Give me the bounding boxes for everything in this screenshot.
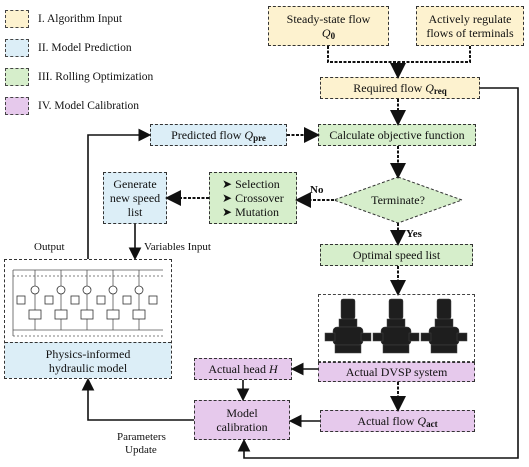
ga-op-selection: ➤ Selection (222, 177, 280, 191)
steady-state-flow-symbol: Q0 (321, 25, 336, 41)
pump-icon (420, 298, 468, 354)
predicted-flow-box: Predicted flow Qpre (150, 124, 287, 146)
hydraulic-network-schematic (12, 269, 163, 337)
pump-icon (372, 298, 420, 354)
active-regulate-box: Actively regulate flows of terminals (416, 6, 524, 46)
pump-images (324, 298, 468, 354)
yes-label: Yes (406, 228, 422, 240)
terminate-label: Terminate? (371, 193, 425, 207)
dvsp-system-label: Actual DVSP system (345, 365, 448, 379)
arrow-required-loop (237, 87, 519, 459)
legend-swatch-optimization (5, 68, 29, 86)
steady-state-flow-box: Steady-state flow Q0 (268, 6, 389, 46)
dvsp-system-box: Actual DVSP system (318, 362, 475, 382)
output-label: Output (34, 241, 65, 253)
terminate-label-box: Terminate? (352, 190, 444, 210)
actual-head-label: Actual head H (208, 362, 278, 376)
generate-line3: list (127, 205, 143, 219)
predicted-flow-label: Predicted flow Qpre (171, 127, 266, 143)
actual-head-box: Actual head H (194, 358, 292, 380)
active-regulate-line1: Actively regulate (428, 12, 512, 26)
required-flow-label: Required flow Qreq (353, 80, 447, 96)
ga-operators-box: ➤ Selection ➤ Crossover ➤ Mutation (209, 172, 297, 224)
legend-label-optimization: III. Rolling Optimization (38, 71, 154, 83)
no-label: No (310, 184, 324, 196)
hydraulic-model-container: Physics-informed hydraulic model (4, 259, 172, 379)
pump-icon (324, 298, 372, 354)
objective-function-label: Calculate objective function (329, 128, 465, 142)
ga-op-crossover: ➤ Crossover (222, 191, 284, 205)
hydraulic-model-line2: hydraulic model (48, 360, 128, 375)
objective-function-box: Calculate objective function (318, 124, 476, 146)
actual-flow-label: Actual flow Qact (357, 413, 438, 429)
legend-swatch-calibration (5, 97, 29, 115)
optimal-speed-list-box: Optimal speed list (320, 244, 473, 266)
hydraulic-model-label-box: Physics-informed hydraulic model (5, 342, 171, 378)
steady-state-flow-label: Steady-state flow (286, 11, 371, 26)
legend-swatch-input (5, 10, 29, 28)
legend-label-prediction: II. Model Prediction (38, 42, 132, 54)
model-calibration-line1: Model (226, 406, 258, 420)
legend-label-input: I. Algorithm Input (38, 13, 123, 25)
arrow-output-to-predicted (87, 128, 152, 259)
hydraulic-model-line1: Physics-informed (45, 346, 131, 361)
legend-label-calibration: IV. Model Calibration (38, 100, 140, 112)
generate-line1: Generate (113, 177, 157, 191)
generate-speed-list-box: Generate new speed list (103, 172, 167, 224)
arrow-parameters-update (81, 377, 194, 421)
optimal-speed-list-label: Optimal speed list (352, 248, 441, 262)
dvsp-picture-box (318, 294, 475, 362)
model-calibration-line2: calibration (216, 420, 268, 434)
variables-input-label: Variables Input (144, 241, 211, 253)
ga-op-mutation: ➤ Mutation (222, 205, 280, 219)
arrow-steady-to-required (327, 46, 406, 79)
active-regulate-line2: flows of terminals (426, 26, 514, 40)
arrow-active-to-required (398, 46, 471, 63)
parameters-update-label-1: Parameters (117, 431, 166, 443)
parameters-update-label-2: Update (125, 444, 157, 456)
generate-line2: new speed (109, 191, 161, 205)
legend-swatch-prediction (5, 39, 29, 57)
